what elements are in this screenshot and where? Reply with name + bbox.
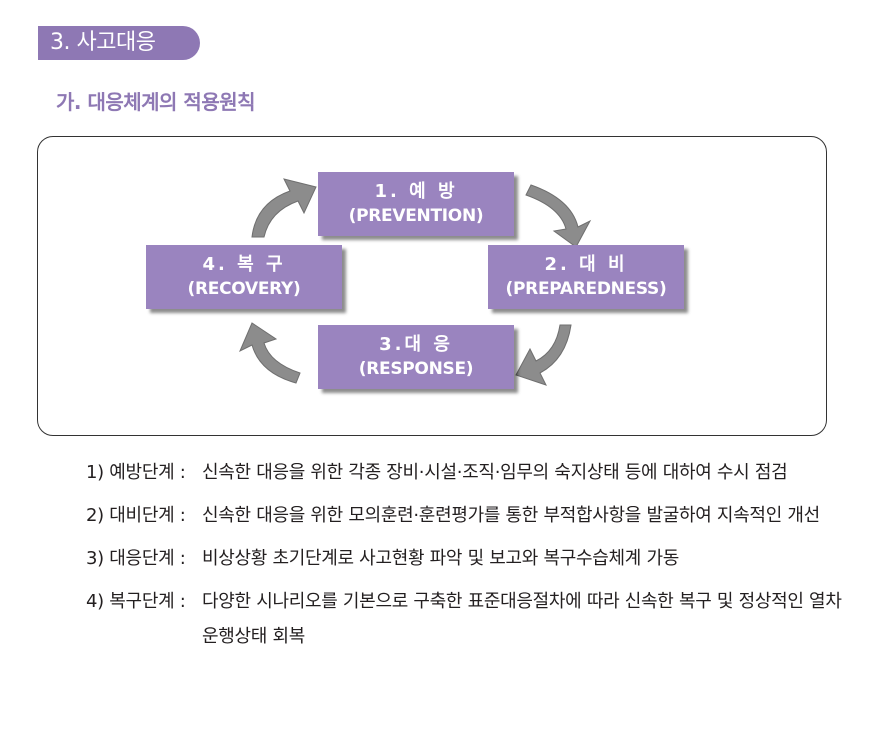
- list-item: 1) 예방단계 : 신속한 대응을 위한 각종 장비·시설·조직·임무의 숙지상…: [86, 455, 846, 490]
- stage-recovery: 4. 복 구 (RECOVERY): [146, 245, 342, 309]
- stage-response-ko: 3.대 응: [379, 334, 453, 355]
- response-cycle-diagram: 1. 예 방 (PREVENTION) 2. 대 비 (PREPAREDNESS…: [37, 136, 827, 436]
- stage-preparedness-ko: 2. 대 비: [544, 254, 628, 275]
- item-text: 신속한 대응을 위한 각종 장비·시설·조직·임무의 숙지상태 등에 대하여 수…: [202, 462, 788, 483]
- stage-preparedness: 2. 대 비 (PREPAREDNESS): [488, 245, 684, 309]
- stage-response: 3.대 응 (RESPONSE): [318, 325, 514, 389]
- stage-response-en: (RESPONSE): [358, 359, 474, 379]
- stage-recovery-ko: 4. 복 구: [202, 254, 286, 275]
- item-label: 3) 대응단계 :: [86, 548, 186, 569]
- item-text: 신속한 대응을 위한 모의훈련·훈련평가를 통한 부적합사항을 발굴하여 지속적…: [202, 505, 820, 526]
- stage-prevention-en: (PREVENTION): [348, 206, 484, 226]
- arrow-recovery-to-prevention: [251, 178, 317, 238]
- list-item: 3) 대응단계 : 비상상황 초기단계로 사고현황 파악 및 보고와 복구수습체…: [86, 541, 846, 576]
- arrow-response-to-recovery: [239, 322, 301, 384]
- section-title: 3. 사고대응: [38, 26, 200, 60]
- item-label: 2) 대비단계 :: [86, 505, 186, 526]
- item-label: 1) 예방단계 :: [86, 462, 186, 483]
- list-item: 4) 복구단계 : 다양한 시나리오를 기본으로 구축한 표준대응절차에 따라 …: [86, 584, 846, 654]
- cycle-arrows: [239, 178, 592, 386]
- subsection-title: 가. 대응체계의 적용원칙: [56, 90, 256, 114]
- arrow-preparedness-to-response: [515, 324, 572, 386]
- stage-recovery-en: (RECOVERY): [187, 279, 301, 299]
- stage-description-list: 1) 예방단계 : 신속한 대응을 위한 각종 장비·시설·조직·임무의 숙지상…: [86, 455, 846, 662]
- stage-prevention: 1. 예 방 (PREVENTION): [318, 172, 514, 236]
- item-text: 다양한 시나리오를 기본으로 구축한 표준대응절차에 따라 신속한 복구 및 정…: [202, 591, 842, 647]
- list-item: 2) 대비단계 : 신속한 대응을 위한 모의훈련·훈련평가를 통한 부적합사항…: [86, 498, 846, 533]
- item-label: 4) 복구단계 :: [86, 591, 186, 612]
- arrow-prevention-to-preparedness: [525, 184, 592, 248]
- item-text: 비상상황 초기단계로 사고현황 파악 및 보고와 복구수습체계 가동: [202, 548, 679, 569]
- stage-preparedness-en: (PREPAREDNESS): [505, 279, 667, 299]
- stage-prevention-ko: 1. 예 방: [374, 181, 458, 202]
